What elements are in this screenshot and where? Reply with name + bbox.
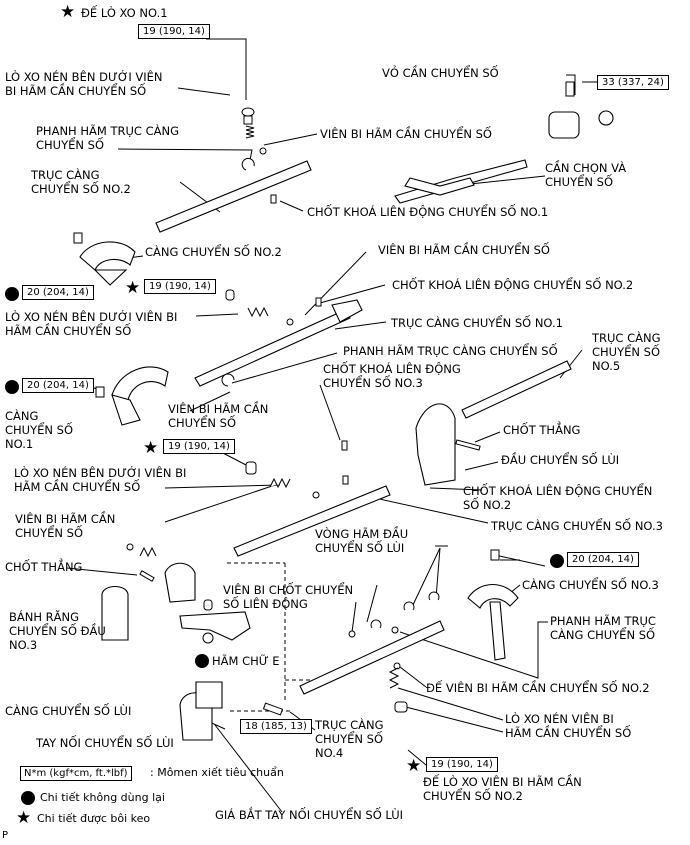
label-lock-ball-2: VIÊN BI HÃM CẦN CHUYỂN SỐ <box>378 243 550 257</box>
label-reverse-arm-bracket: GIÁ BẮT TAY NỐI CHUYỂN SỐ LÙI <box>215 808 404 822</box>
label-lock-ball-3: VIÊN BI HÃM CẦN CHUYỂN SỐ <box>168 402 269 430</box>
label-spring-seat-no1: ĐẾ LÒ XO NO.1 <box>81 6 168 20</box>
label-fork-shaft-no3: TRỤC CÀNG CHUYỂN SỐ NO.3 <box>491 519 663 533</box>
label-interlock-pin-no2b: CHỐT KHOÁ LIÊN ĐỘNG CHUYỂN SỐ NO.2 <box>463 484 653 512</box>
label-reverse-snap-ring: VÒNG HÃM ĐẦU CHUYỂN SỐ LÙI <box>315 527 409 555</box>
legend-dot-text: Chi tiết không dùng lại <box>40 791 165 804</box>
non-reusable-dot-icon <box>5 380 19 394</box>
label-compression-spring-3: LÒ XO NÉN BÊN DƯỚI VIÊN BI HÃM CẦN CHUYỂ… <box>14 466 187 494</box>
label-interlock-pin-no2: CHỐT KHOÁ LIÊN ĐỘNG CHUYỂN SỐ NO.2 <box>392 278 634 292</box>
star-icon: ★ <box>406 756 422 776</box>
label-fork-shaft-no2: TRỤC CÀNG CHUYỂN SỐ NO.2 <box>31 168 131 196</box>
label-fork-shaft-no1: TRỤC CÀNG CHUYỂN SỐ NO.1 <box>391 316 563 330</box>
label-lever-housing: VỎ CẦN CHUYỂN SỐ <box>382 66 499 80</box>
corner-mark: P <box>2 830 9 841</box>
star-icon: ★ <box>143 438 159 458</box>
legend-star-icon: ★ <box>16 808 32 828</box>
non-reusable-dot-icon <box>195 654 209 668</box>
label-fork-shaft-no4: TRỤC CÀNG CHUYỂN SỐ NO.4 <box>315 718 384 760</box>
label-shaft-snap-ring-1: PHANH HÃM TRỤC CÀNG CHUYỂN SỐ <box>36 124 179 152</box>
label-lock-ball-4: VIÊN BI HÃM CẦN CHUYỂN SỐ <box>15 512 116 540</box>
label-lock-ball-seat-no2: ĐẾ VIÊN BI HÃM CẦN CHUYỂN SỐ NO.2 <box>426 681 650 695</box>
label-shift-fork-no1: CÀNG CHUYỂN SỐ NO.1 <box>5 409 73 451</box>
star-icon: ★ <box>125 278 141 298</box>
label-reverse-shift-fork: CÀNG CHUYỂN SỐ LÙI <box>5 704 132 718</box>
label-lock-ball-1: VIÊN BI HÃM CẦN CHUYỂN SỐ <box>320 127 492 141</box>
torque-spec-6: 19 (190, 14) <box>163 439 235 454</box>
label-fork-shaft-no5: TRỤC CÀNG CHUYỂN SỐ NO.5 <box>592 331 661 373</box>
non-reusable-dot-icon <box>550 554 564 568</box>
label-interlock-pin-ball: VIÊN BI CHỐT CHUYỂN SỐ LIÊN ĐỘNG <box>223 583 354 611</box>
torque-spec-4: 19 (190, 14) <box>144 279 216 294</box>
torque-spec-5: 20 (204, 14) <box>22 378 94 393</box>
torque-spec-3: 20 (204, 14) <box>22 285 94 300</box>
label-straight-pin-2: CHỐT THẲNG <box>5 560 83 574</box>
legend-torque-unit-box: N*m (kgf*cm, ft.*lbf) <box>20 766 132 781</box>
label-shift-fork-no3: CÀNG CHUYỂN SỐ NO.3 <box>522 578 659 592</box>
label-reverse-shift-head: ĐẦU CHUYỂN SỐ LÙI <box>501 453 620 467</box>
label-interlock-pin-no1: CHỐT KHOÁ LIÊN ĐỘNG CHUYỂN SỐ NO.1 <box>307 205 549 219</box>
non-reusable-dot-icon <box>5 287 19 301</box>
label-gear-shift-head-no3: BÁNH RĂNG CHUYỂN SỐ ĐẦU NO.3 <box>9 610 106 652</box>
torque-spec-7: 20 (204, 14) <box>567 552 639 567</box>
label-straight-pin-1: CHỐT THẲNG <box>503 423 581 437</box>
legend-torque-text: : Mômen xiết tiêu chuẩn <box>150 766 284 779</box>
label-spring-seat-no2: ĐẾ LÒ XO VIÊN BI HÃM CẦN CHUYỂN SỐ NO.2 <box>423 775 582 803</box>
label-e-ring: HÃM CHỮ E <box>212 654 280 668</box>
legend-star-text: Chi tiết được bôi keo <box>37 812 151 825</box>
torque-spec-9: 19 (190, 14) <box>426 757 498 772</box>
label-shaft-snap-ring-3: PHANH HÃM TRỤC CÀNG CHUYỂN SỐ <box>550 614 656 642</box>
label-interlock-pin-no3: CHỐT KHOÁ LIÊN ĐỘNG CHUYỂN SỐ NO.3 <box>323 362 461 390</box>
label-reverse-shift-arm: TAY NỐI CHUYỂN SỐ LÙI <box>36 736 174 750</box>
torque-spec-1: 19 (190, 14) <box>138 24 210 39</box>
label-shaft-snap-ring-2: PHANH HÃM TRỤC CÀNG CHUYỂN SỐ <box>343 344 558 358</box>
torque-spec-2: 33 (337, 24) <box>597 75 669 90</box>
label-compression-spring-1: LÒ XO NÉN BÊN DƯỚI VIÊN BI HÃM CẦN CHUYỂ… <box>5 70 163 98</box>
label-compression-spring-4: LÒ XO NÉN VIÊN BI HÃM CẦN CHUYỂN SỐ <box>505 712 632 740</box>
label-shift-fork-no2: CÀNG CHUYỂN SỐ NO.2 <box>145 245 282 259</box>
label-compression-spring-2: LÒ XO NÉN BÊN DƯỚI VIÊN BI HÃM CẦN CHUYỂ… <box>5 310 178 338</box>
legend-dot-icon <box>21 791 35 805</box>
torque-spec-8: 18 (185, 13) <box>240 719 312 734</box>
star-icon: ★ <box>60 2 76 22</box>
label-select-shift-lever: CẦN CHỌN VÀ CHUYỂN SỐ <box>545 161 627 189</box>
